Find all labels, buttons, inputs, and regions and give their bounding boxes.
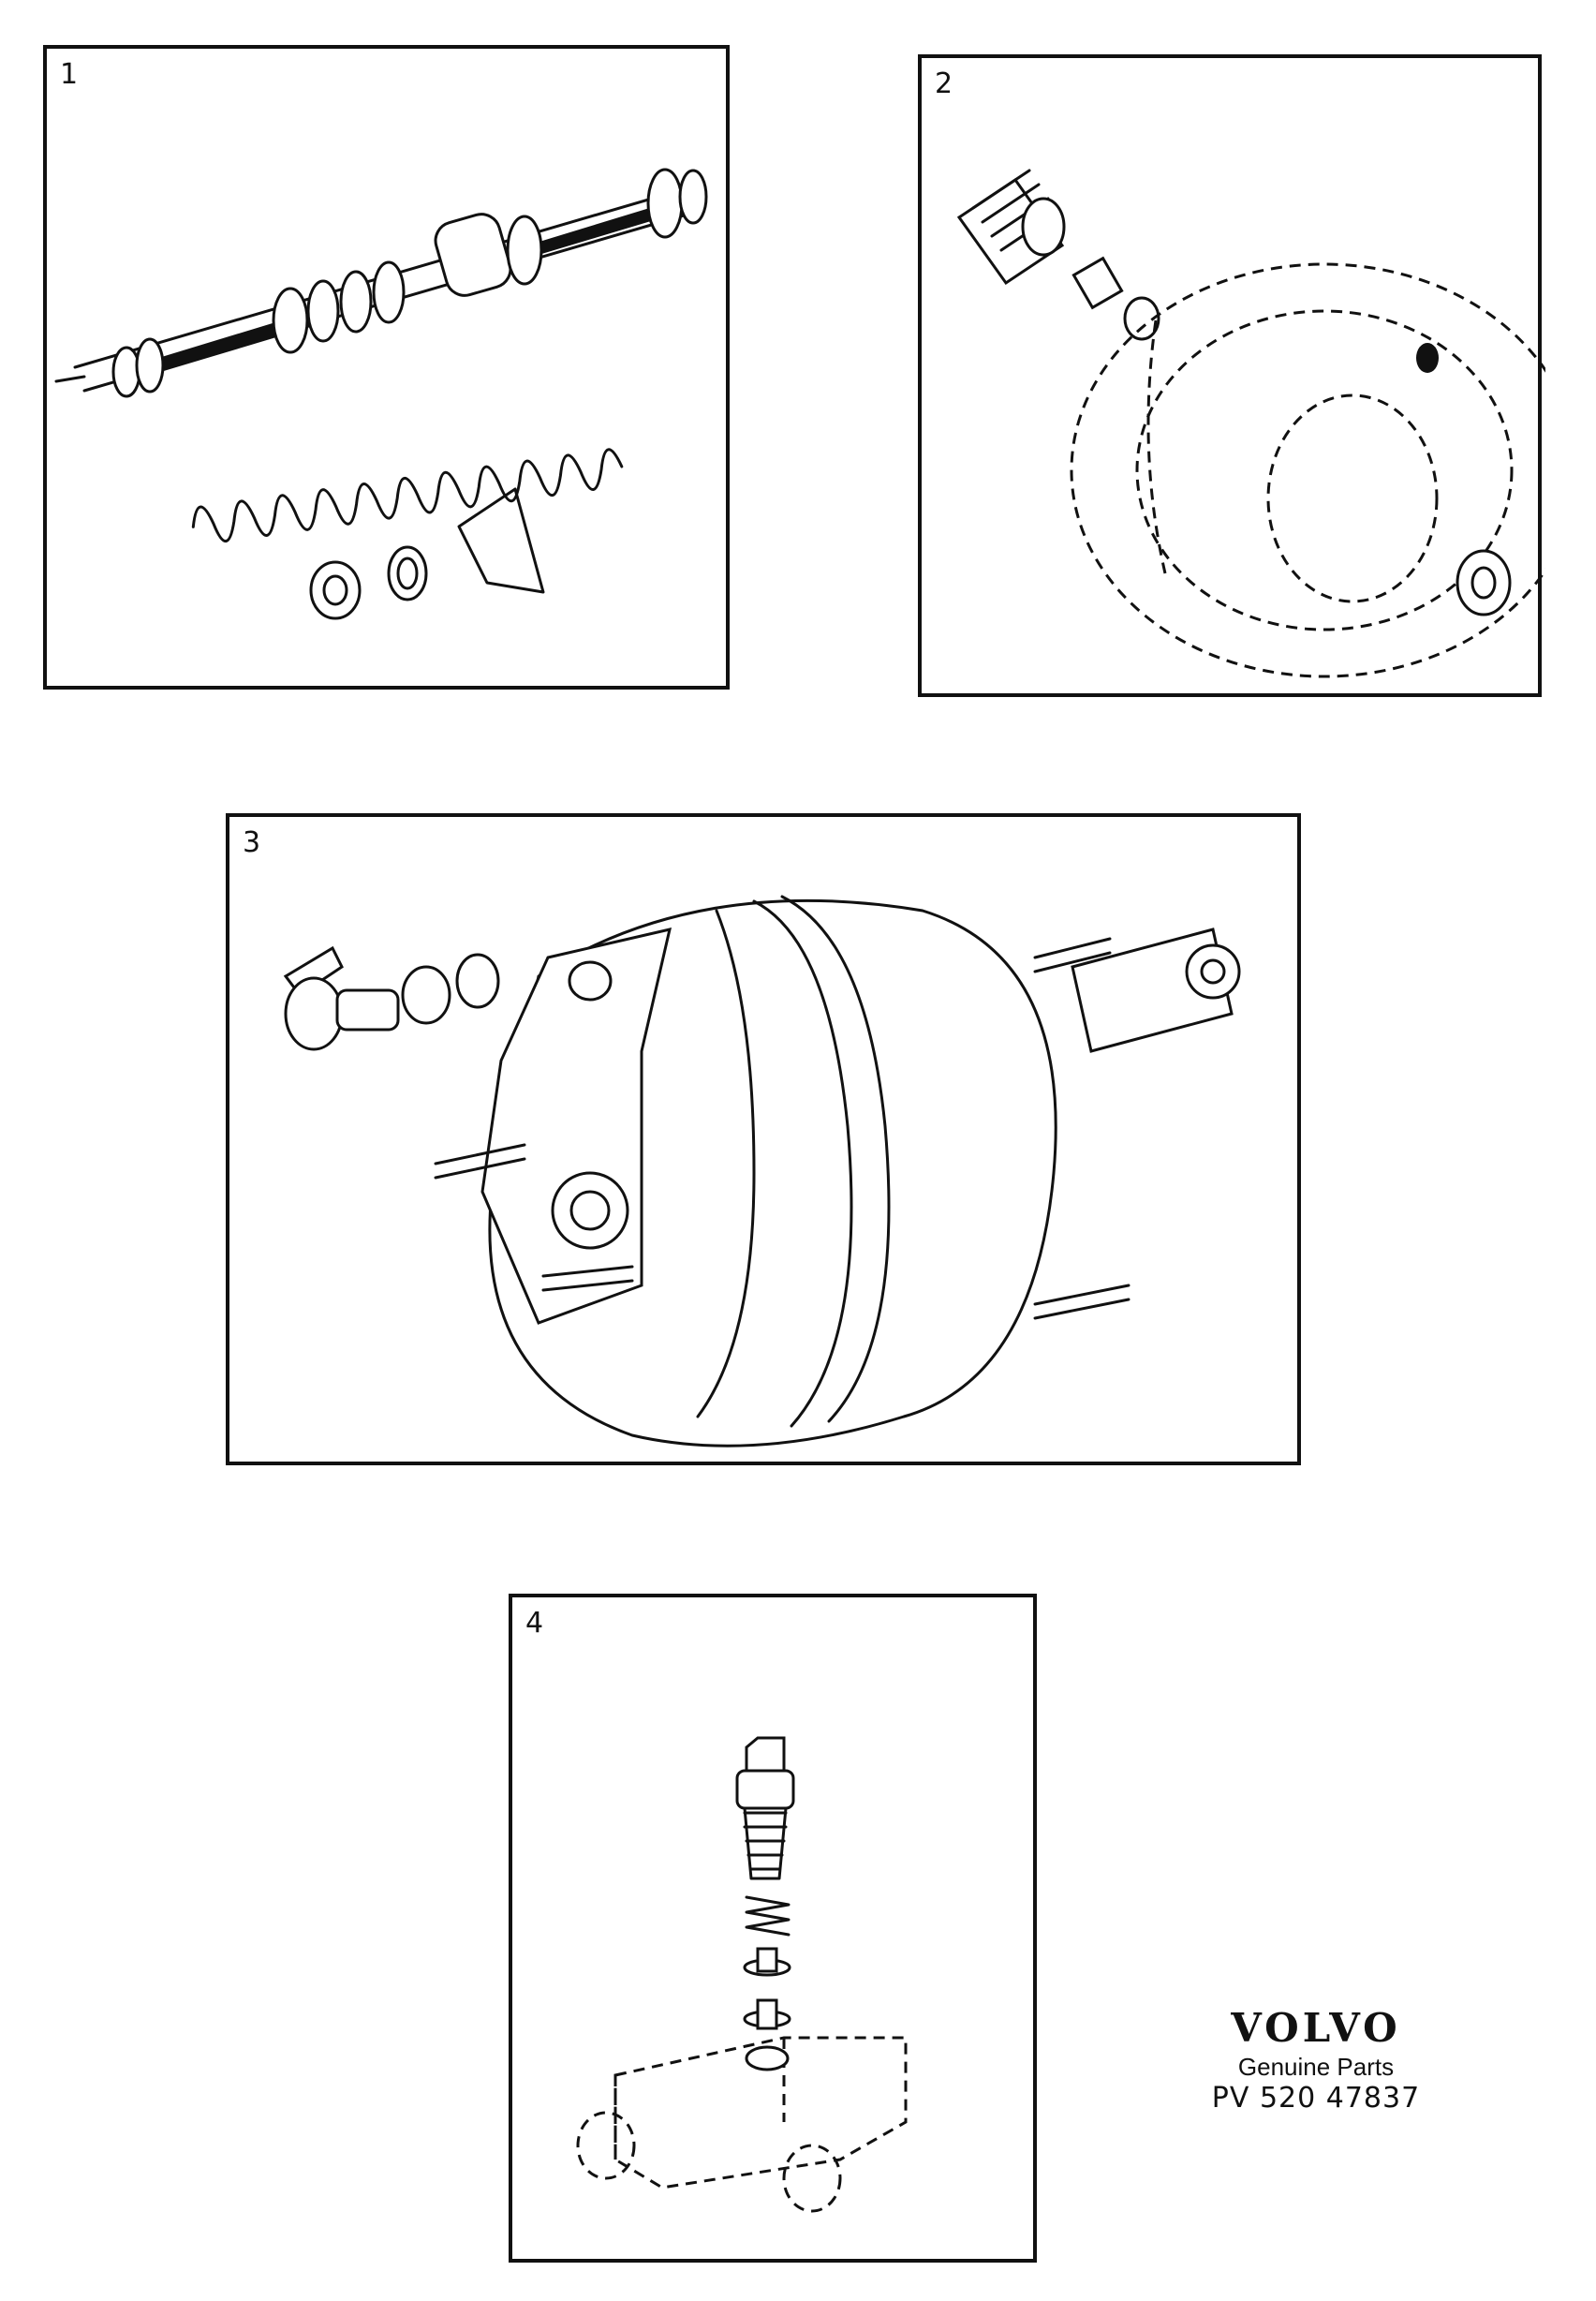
valve-seat xyxy=(743,1998,791,2030)
valve-plug xyxy=(735,1736,795,1880)
filter-element xyxy=(1071,256,1124,310)
volvo-logo: VOLVO xyxy=(1231,2005,1401,2051)
valve-spring xyxy=(745,1895,791,1937)
diagram-panel-2: 2 xyxy=(918,54,1545,697)
center-nut xyxy=(551,1171,629,1250)
brand-block: VOLVO Genuine Parts PV 520 47837 xyxy=(1190,2005,1442,2115)
return-spring xyxy=(191,448,624,543)
brand-tagline: Genuine Parts xyxy=(1237,2053,1395,2081)
check-valve-grommet xyxy=(1456,549,1512,616)
servo-filter-illustration xyxy=(956,169,1545,678)
panel-number: 3 xyxy=(243,826,261,859)
panel-number: 2 xyxy=(935,67,953,100)
vacuum-hose-connector xyxy=(283,945,500,1051)
panel-number: 4 xyxy=(525,1607,544,1640)
part-number: PV 520 47837 xyxy=(1211,2082,1421,2115)
filter-spring xyxy=(956,169,1066,286)
seal-rings xyxy=(309,545,428,620)
servo-body-outline xyxy=(1070,262,1545,678)
regulator-body xyxy=(576,2036,908,2213)
valve-illustration xyxy=(576,1736,908,2213)
diagram-panel-3: 3 xyxy=(226,813,1301,1465)
panel-number: 1 xyxy=(60,58,79,91)
diagram-panel-1: 1 xyxy=(43,45,730,690)
piston-assembly-illustration xyxy=(54,168,708,620)
pushrod-clevis xyxy=(1071,928,1241,1053)
valve-seal xyxy=(743,1947,791,1977)
filter-washer xyxy=(1123,296,1160,341)
retaining-clip xyxy=(457,487,545,594)
piston-shaft xyxy=(54,168,708,398)
studs xyxy=(434,937,1130,1320)
brake-servo-illustration xyxy=(283,895,1241,1447)
diagram-panel-4: 4 xyxy=(509,1594,1037,2263)
